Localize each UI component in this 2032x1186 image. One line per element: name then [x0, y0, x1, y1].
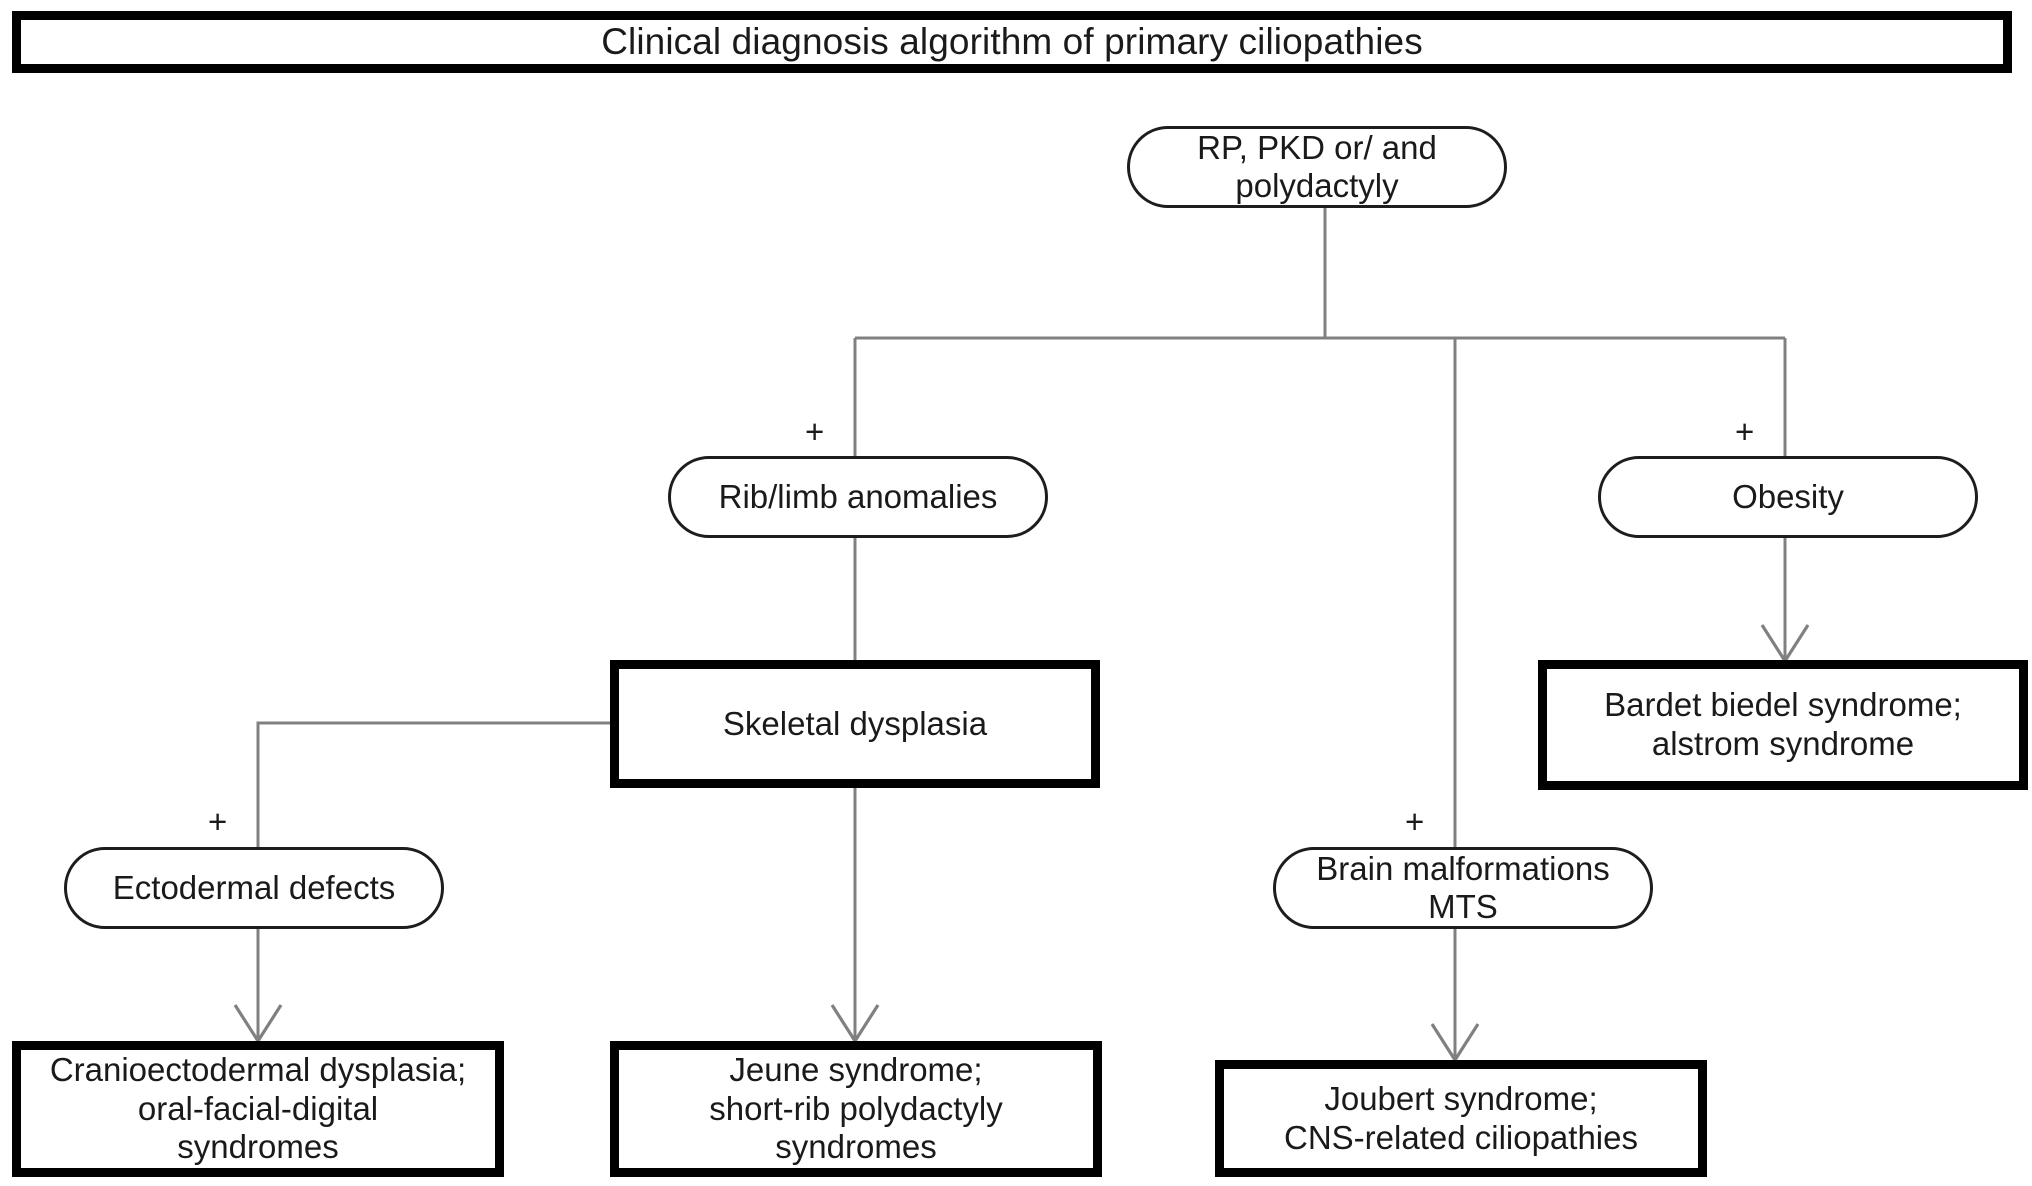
page-title: Clinical diagnosis algorithm of primary …: [601, 20, 1423, 62]
node-bardet-biedel-label: Bardet biedel syndrome; alstrom syndrome: [1604, 686, 1962, 762]
marker-plus-brain-malformations: +: [1405, 803, 1425, 840]
node-cranioectodermal-dysplasia-label: Cranioectodermal dysplasia; oral-facial-…: [49, 1051, 467, 1166]
arrowhead-jeune: [830, 1004, 880, 1044]
node-ectodermal-defects[interactable]: Ectodermal defects: [64, 847, 444, 929]
node-brain-malformations[interactable]: Brain malformations MTS: [1273, 847, 1653, 929]
node-cranioectodermal-dysplasia[interactable]: Cranioectodermal dysplasia; oral-facial-…: [12, 1041, 504, 1177]
arrowhead-joubert: [1430, 1023, 1480, 1063]
node-bardet-biedel[interactable]: Bardet biedel syndrome; alstrom syndrome: [1538, 660, 2028, 790]
node-jeune-syndrome[interactable]: Jeune syndrome; short-rib polydactyly sy…: [610, 1041, 1102, 1177]
node-skeletal-dysplasia-label: Skeletal dysplasia: [722, 704, 988, 742]
node-brain-malformations-label: Brain malformations MTS: [1316, 849, 1610, 925]
node-root[interactable]: RP, PKD or/ and polydactyly: [1127, 126, 1507, 208]
node-obesity-label: Obesity: [1732, 477, 1844, 515]
diagram-title-box: Clinical diagnosis algorithm of primary …: [12, 11, 2012, 73]
node-ectodermal-defects-label: Ectodermal defects: [112, 868, 396, 906]
node-obesity[interactable]: Obesity: [1598, 456, 1978, 538]
node-joubert-syndrome[interactable]: Joubert syndrome; CNS-related ciliopathi…: [1215, 1060, 1707, 1177]
marker-plus-obesity: +: [1735, 413, 1755, 450]
node-rib-limb-anomalies[interactable]: Rib/limb anomalies: [668, 456, 1048, 538]
marker-plus-rib-limb: +: [805, 413, 825, 450]
node-joubert-syndrome-label: Joubert syndrome; CNS-related ciliopathi…: [1284, 1079, 1638, 1156]
node-rib-limb-anomalies-label: Rib/limb anomalies: [718, 477, 998, 515]
node-skeletal-dysplasia[interactable]: Skeletal dysplasia: [610, 660, 1100, 788]
arrowhead-bardet: [1760, 624, 1810, 664]
node-root-label: RP, PKD or/ and polydactyly: [1197, 128, 1437, 204]
node-jeune-syndrome-label: Jeune syndrome; short-rib polydactyly sy…: [709, 1051, 1003, 1166]
arrowhead-cranio: [233, 1004, 283, 1044]
edge-skeletal-to-ectodermal: [256, 721, 610, 848]
marker-plus-ectodermal: +: [208, 803, 228, 840]
